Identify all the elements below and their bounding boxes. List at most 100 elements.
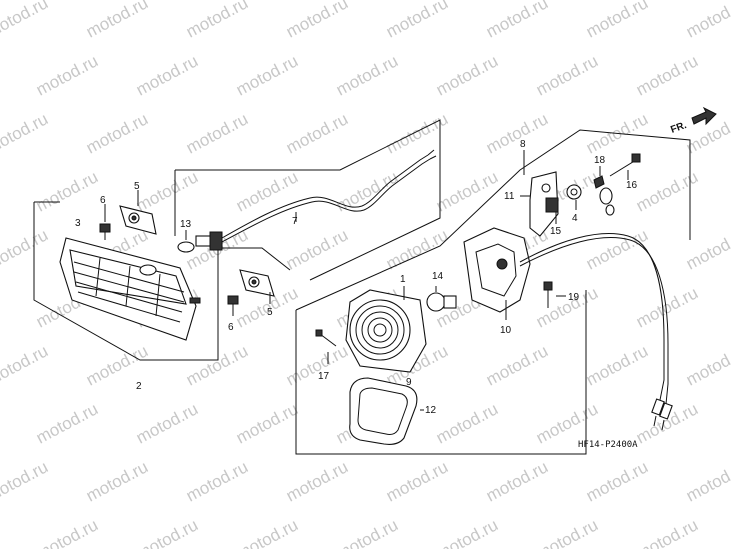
watermark-text: motod.ru (583, 0, 651, 42)
watermark-text: motod.ru (633, 51, 701, 99)
callout-17: 17 (318, 371, 330, 382)
grommet-18 (593, 166, 605, 189)
watermark-text: motod.ru (33, 515, 101, 549)
watermark-text: motod.ru (633, 167, 701, 215)
callout-10: 10 (500, 325, 512, 336)
watermark-text: motod.ru (333, 515, 401, 549)
watermark-text: motod.ru (183, 341, 251, 389)
callout-18: 18 (594, 155, 606, 166)
callout-9: 9 (406, 377, 412, 388)
bracket-11 (520, 171, 559, 237)
watermark-text: motod.ru (133, 167, 201, 215)
watermark-text: motod.ru (433, 399, 501, 447)
nut-15 (545, 197, 559, 224)
callout-4: 4 (572, 213, 578, 224)
bracket-5-top (119, 190, 157, 235)
bulb-13-socket (177, 230, 223, 253)
watermark-text: motod.ru (83, 457, 151, 505)
watermark-text: motod.ru (233, 515, 301, 549)
connector-plug (599, 187, 615, 216)
watermark-text: motod.ru (233, 399, 301, 447)
watermark-text: motod.ru (33, 51, 101, 99)
gasket-12 (349, 377, 424, 445)
watermark-text: motod.ru (683, 341, 732, 389)
callout-19: 19 (568, 292, 580, 303)
watermark-text: motod.ru (433, 515, 501, 549)
bolt-19 (543, 281, 566, 308)
watermark-text: motod.ru (683, 457, 732, 505)
callout-15: 15 (550, 226, 562, 237)
callout-2: 2 (136, 381, 142, 392)
watermark-text: motod.ru (183, 109, 251, 157)
watermark-text: motod.ru (483, 109, 551, 157)
watermark-text: motod.ru (0, 109, 51, 157)
watermark-text: motod.ru (0, 51, 1, 99)
watermark-text: motod.ru (233, 51, 301, 99)
washer-4 (566, 184, 582, 210)
watermark-text: motod.ru (0, 341, 51, 389)
signal-lens-9 (345, 286, 427, 373)
callout-6-top: 6 (100, 195, 106, 206)
watermark-text: motod.ru (283, 0, 351, 42)
watermark-text: motod.ru (33, 167, 101, 215)
watermark-text: motod.ru (183, 457, 251, 505)
watermark-text: motod.ru (183, 0, 251, 42)
headlight-lens (59, 237, 201, 341)
bracket-5-bottom (239, 269, 275, 304)
watermark-text: motod.ru (283, 225, 351, 273)
bolt-16 (609, 153, 641, 180)
callout-11: 11 (504, 191, 515, 202)
watermark-text: motod.ru (283, 341, 351, 389)
watermark-text: motod.ru (83, 109, 151, 157)
watermark-text: motod.ru (383, 109, 451, 157)
screw-17 (315, 329, 337, 364)
callout-12: 12 (425, 405, 437, 416)
watermark-text: motod.ru (133, 51, 201, 99)
watermark-text: motod.ru (83, 0, 151, 42)
callout-14: 14 (432, 271, 444, 282)
watermark-text: motod.ru (533, 51, 601, 99)
callout-8: 8 (520, 139, 526, 150)
watermark-text: motod.ru (483, 341, 551, 389)
watermark-text: motod.ru (433, 167, 501, 215)
watermark-text: motod.ru (483, 457, 551, 505)
watermark-text: motod.ru (133, 515, 201, 549)
watermark-text: motod.ru (0, 283, 1, 331)
watermark-text: motod.ru (283, 457, 351, 505)
watermark-text: motod.ru (383, 457, 451, 505)
watermark-text: motod.ru (383, 0, 451, 42)
callout-13: 13 (180, 219, 192, 230)
watermark-text: motod.ru (533, 515, 601, 549)
watermark-text: motod.ru (283, 109, 351, 157)
watermark-text: motod.ru (533, 283, 601, 331)
screw-6-top (99, 204, 111, 240)
watermark-text: motod.ru (583, 457, 651, 505)
watermark-text: motod.ru (683, 0, 732, 42)
callout-6-bottom: 6 (228, 322, 234, 333)
signal-housing-10 (463, 227, 531, 320)
watermark-text: motod.ru (583, 341, 651, 389)
screw-6-bottom (227, 295, 239, 316)
watermark-text: motod.ru (0, 0, 51, 42)
watermark-text: motod.ru (0, 515, 1, 549)
callout-16: 16 (626, 180, 638, 191)
direction-label: FR. (669, 120, 688, 136)
watermark-text: motod.ru (0, 225, 51, 273)
callout-3: 3 (75, 218, 81, 229)
wire-harness-7 (221, 149, 437, 243)
callout-1: 1 (400, 274, 406, 285)
watermark-text: motod.ru (133, 399, 201, 447)
signal-wire (519, 233, 673, 431)
watermark-text: motod.ru (0, 457, 51, 505)
watermark-text: motod.ru (0, 167, 1, 215)
callout-5-bottom: 5 (267, 307, 273, 318)
callout-7: 7 (292, 216, 298, 227)
watermark-text: motod.ru (633, 515, 701, 549)
right-assembly-frame (295, 129, 691, 455)
watermark-text: motod.ru (583, 225, 651, 273)
watermark-text: motod.ru (483, 0, 551, 42)
bulb-14 (426, 286, 457, 312)
watermark-text: motod.ru (0, 399, 1, 447)
watermark-text: motod.ru (33, 399, 101, 447)
